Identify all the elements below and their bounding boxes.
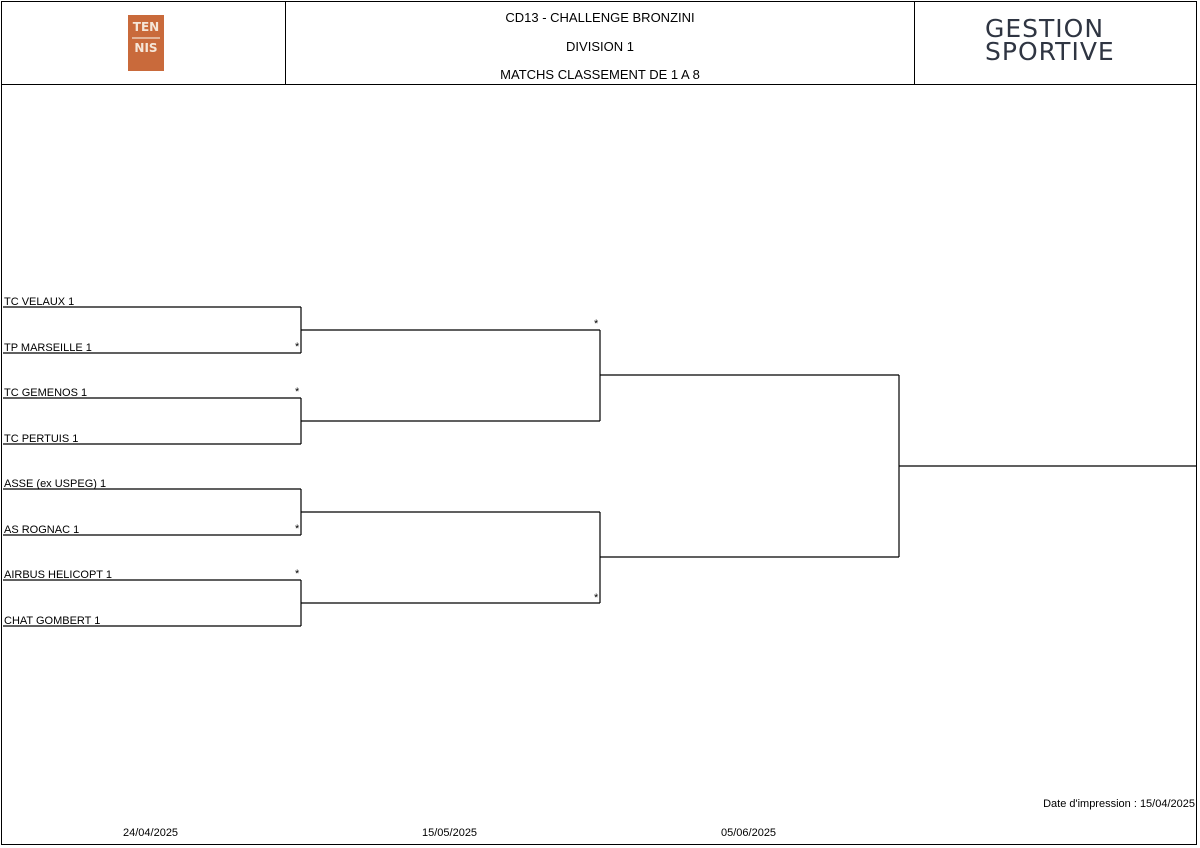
team-name-6: AS ROGNAC 1 [4, 524, 80, 536]
header-title-cell: CD13 - CHALLENGE BRONZINI DIVISION 1 MAT… [286, 1, 915, 84]
header-left-cell: TEN NIS [1, 1, 286, 84]
round-date-2: 15/05/2025 [422, 827, 478, 839]
round-date-3: 05/06/2025 [721, 827, 777, 839]
tennis-logo: TEN NIS [128, 15, 164, 71]
winner-marker: * [295, 341, 300, 353]
print-date: Date d'impression : 15/04/2025 [1043, 798, 1195, 810]
round-date-1: 24/04/2025 [123, 827, 179, 839]
tennis-logo-bottom: NIS [134, 41, 158, 55]
team-name-5: ASSE (ex USPEG) 1 [4, 478, 107, 490]
tennis-logo-top: TEN [132, 20, 160, 34]
gestion-logo-line1: GESTION [985, 14, 1105, 43]
team-name-4: TC PERTUIS 1 [4, 433, 79, 445]
winner-marker: * [594, 318, 599, 330]
team-name-1: TC VELAUX 1 [4, 296, 75, 308]
winner-marker: * [295, 523, 300, 535]
competition-title: CD13 - CHALLENGE BRONZINI [505, 10, 695, 25]
team-name-2: TP MARSEILLE 1 [4, 342, 92, 354]
division-title: DIVISION 1 [566, 39, 634, 54]
header: TEN NIS CD13 - CHALLENGE BRONZINI DIVISI… [1, 1, 1197, 85]
team-name-3: TC GEMENOS 1 [4, 387, 88, 399]
gestion-sportive-logo: GESTION SPORTIVE [985, 14, 1145, 66]
team-name-8: CHAT GOMBERT 1 [4, 615, 101, 627]
winner-marker: * [295, 386, 300, 398]
winner-marker: * [594, 592, 599, 604]
team-name-7: AIRBUS HELICOPT 1 [4, 569, 112, 581]
header-right-cell: GESTION SPORTIVE [915, 1, 1196, 84]
gestion-logo-line2: SPORTIVE [985, 37, 1115, 66]
matches-title: MATCHS CLASSEMENT DE 1 A 8 [500, 67, 700, 82]
winner-marker: * [295, 568, 300, 580]
